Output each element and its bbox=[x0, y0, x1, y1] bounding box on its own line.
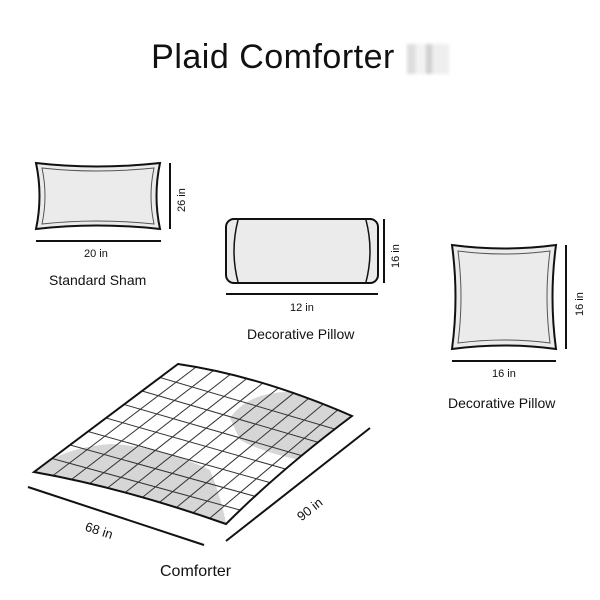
comforter-grid-line bbox=[151, 374, 346, 433]
comforter-grid-line bbox=[42, 455, 252, 514]
comforter-grid-line bbox=[96, 414, 299, 474]
sham-width-label: 20 in bbox=[84, 248, 108, 260]
comforter-grid-line bbox=[60, 441, 268, 501]
page-title: Plaid Comforter bbox=[0, 38, 600, 77]
comforter-grid-line bbox=[78, 428, 283, 487]
title-text: Plaid Comforter bbox=[151, 38, 395, 76]
comforter-length-line bbox=[225, 427, 371, 542]
sham-height-label: 26 in bbox=[176, 188, 188, 212]
decorative-pillow-1-illustration bbox=[225, 218, 379, 284]
pillow1-name-label: Decorative Pillow bbox=[247, 326, 355, 342]
comforter-name-label: Comforter bbox=[160, 563, 232, 580]
pillow1-width-label: 12 in bbox=[290, 302, 314, 314]
sham-name-label: Standard Sham bbox=[49, 272, 147, 288]
blurred-logo bbox=[406, 44, 449, 75]
pillow2-width-label: 16 in bbox=[492, 368, 516, 380]
comforter-illustration bbox=[31, 362, 354, 526]
standard-sham-illustration bbox=[34, 161, 162, 231]
decorative-pillow-2-illustration bbox=[450, 243, 558, 351]
comforter-width-line bbox=[27, 486, 205, 546]
pillow2-height-label: 16 in bbox=[574, 292, 586, 316]
comforter-grid-line bbox=[132, 387, 330, 447]
comforter-grid-line bbox=[114, 401, 314, 460]
pillow1-height-label: 16 in bbox=[390, 244, 402, 268]
pillow2-name-label: Decorative Pillow bbox=[448, 395, 556, 411]
